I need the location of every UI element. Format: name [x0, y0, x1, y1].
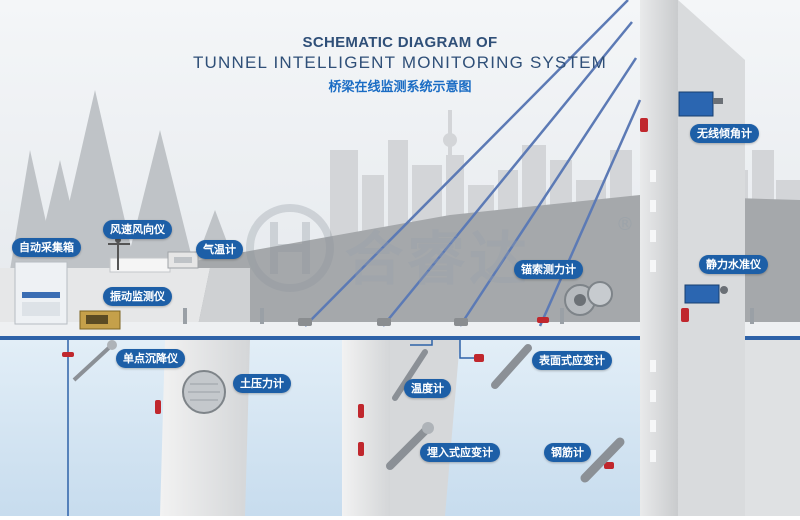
deck-posts [183, 308, 754, 324]
sensor-clips [62, 118, 689, 469]
bridge-deck [0, 322, 800, 336]
tower-slots [650, 170, 656, 462]
right-pier [745, 340, 800, 516]
title-line-3: 桥梁在线监测系统示意图 [328, 80, 472, 95]
label-anchor-force: 锚索测力计 [514, 260, 583, 279]
title-line-1: SCHEMATIC DIAGRAM OF [302, 34, 498, 51]
embedded-strain-device [386, 422, 434, 470]
stay-cables [304, 0, 642, 327]
left-abutment-wall [160, 340, 250, 516]
settlement-gauge-device [72, 340, 117, 382]
earth-pressure-device [182, 370, 226, 414]
watermark-registered-mark: ® [616, 214, 634, 235]
surface-strain-device [491, 344, 532, 389]
thermometer-device [392, 349, 428, 401]
watermark-logo [246, 204, 334, 292]
main-tower [640, 0, 678, 516]
auto-collector-device [14, 261, 68, 325]
inclinometer-device [678, 91, 723, 117]
label-thermometer: 温度计 [404, 379, 451, 398]
label-rebar: 钢筋计 [544, 443, 591, 462]
label-auto-collector: 自动采集箱 [12, 238, 81, 257]
label-embedded-strain: 埋入式应变计 [420, 443, 500, 462]
label-surface-strain: 表面式应变计 [532, 351, 612, 370]
middle-pier [342, 340, 390, 516]
cable-anchors [298, 318, 468, 326]
static-level-device [684, 284, 728, 304]
label-wind: 风速风向仪 [103, 220, 172, 239]
title-line-2: TUNNEL INTELLIGENT MONITORING SYSTEM [192, 53, 608, 72]
label-vibration: 振动监测仪 [103, 287, 172, 306]
label-inclinometer: 无线倾角计 [690, 124, 759, 143]
anchor-force-device [564, 281, 613, 316]
sensor-wiring [67, 340, 475, 516]
wind-vane-device [108, 237, 171, 273]
vibration-monitor-device [79, 310, 121, 330]
air-temperature-device [167, 251, 199, 269]
label-static-level: 静力水准仪 [699, 255, 768, 274]
label-earth-pressure: 土压力计 [233, 374, 291, 393]
rebar-meter-device [580, 437, 625, 483]
label-settlement: 单点沉降仪 [116, 349, 185, 368]
label-air-temperature: 气温计 [196, 240, 243, 259]
bridge-deck-line [0, 336, 800, 340]
watermark-text: 合睿达 [345, 225, 532, 293]
